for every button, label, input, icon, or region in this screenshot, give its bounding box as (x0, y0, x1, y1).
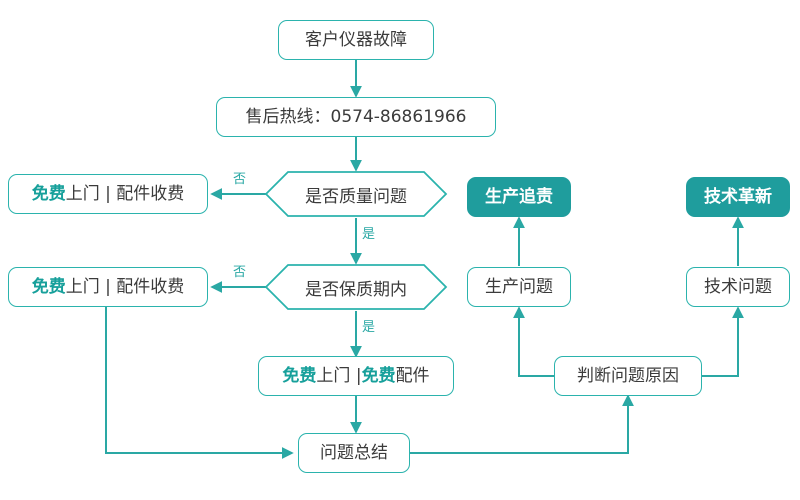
node-label: 技术问题 (704, 276, 772, 297)
edge-label-quality-yes: 是 (362, 227, 376, 242)
edge-summary-to-diagnose (410, 394, 634, 454)
node-production-issue[interactable]: 生产问题 (467, 267, 571, 307)
edge-paid2-to-summary (105, 306, 294, 459)
node-customer-instrument-fault[interactable]: 客户仪器故障 (278, 20, 434, 60)
node-label: 客户仪器故障 (305, 29, 407, 50)
node-label: 是否保质期内 (305, 279, 407, 300)
node-label: 技术革新 (704, 186, 772, 207)
hexagon-shape (264, 171, 448, 217)
node-label-free-1: 免费 (282, 365, 317, 386)
node-after-sales-hotline[interactable]: 售后热线：0574-86861966 (216, 97, 496, 137)
node-technical-issue[interactable]: 技术问题 (686, 267, 790, 307)
node-diagnose-cause[interactable]: 判断问题原因 (554, 356, 702, 396)
node-label: 判断问题原因 (577, 365, 679, 386)
node-label: 生产追责 (485, 186, 553, 207)
node-label: 生产问题 (485, 276, 553, 297)
node-technical-innovation[interactable]: 技术革新 (686, 177, 790, 217)
edge-label-warranty-yes: 是 (362, 320, 376, 335)
node-quality-issue-decision[interactable]: 是否质量问题 (264, 170, 448, 218)
edge-label-quality-no: 否 (233, 172, 247, 187)
node-label-free-2: 免费 (361, 365, 396, 386)
node-free-visit-paid-parts-2[interactable]: 免费上门 | 配件收费 (8, 267, 208, 307)
edge-label-warranty-no: 否 (233, 265, 247, 280)
node-label-mid: 上门 | (316, 365, 362, 386)
node-label-free: 免费 (31, 183, 66, 204)
node-label: 售后热线：0574-86861966 (245, 106, 467, 127)
node-label-rest: 上门 | 配件收费 (65, 183, 185, 204)
node-label: 是否质量问题 (305, 186, 407, 207)
edge-diagnose-to-technical-issue (702, 306, 744, 377)
node-free-visit-free-parts[interactable]: 免费上门 | 免费配件 (258, 356, 454, 396)
edge-diagnose-to-production-issue (513, 306, 554, 377)
node-label-tail: 配件 (395, 365, 430, 386)
node-free-visit-paid-parts-1[interactable]: 免费上门 | 配件收费 (8, 174, 208, 214)
node-label: 问题总结 (320, 442, 388, 463)
node-problem-summary[interactable]: 问题总结 (298, 433, 410, 473)
hexagon-shape (264, 264, 448, 310)
node-label-rest: 上门 | 配件收费 (65, 276, 185, 297)
node-label-free: 免费 (31, 276, 66, 297)
node-warranty-period-decision[interactable]: 是否保质期内 (264, 263, 448, 311)
node-production-accountability[interactable]: 生产追责 (467, 177, 571, 217)
